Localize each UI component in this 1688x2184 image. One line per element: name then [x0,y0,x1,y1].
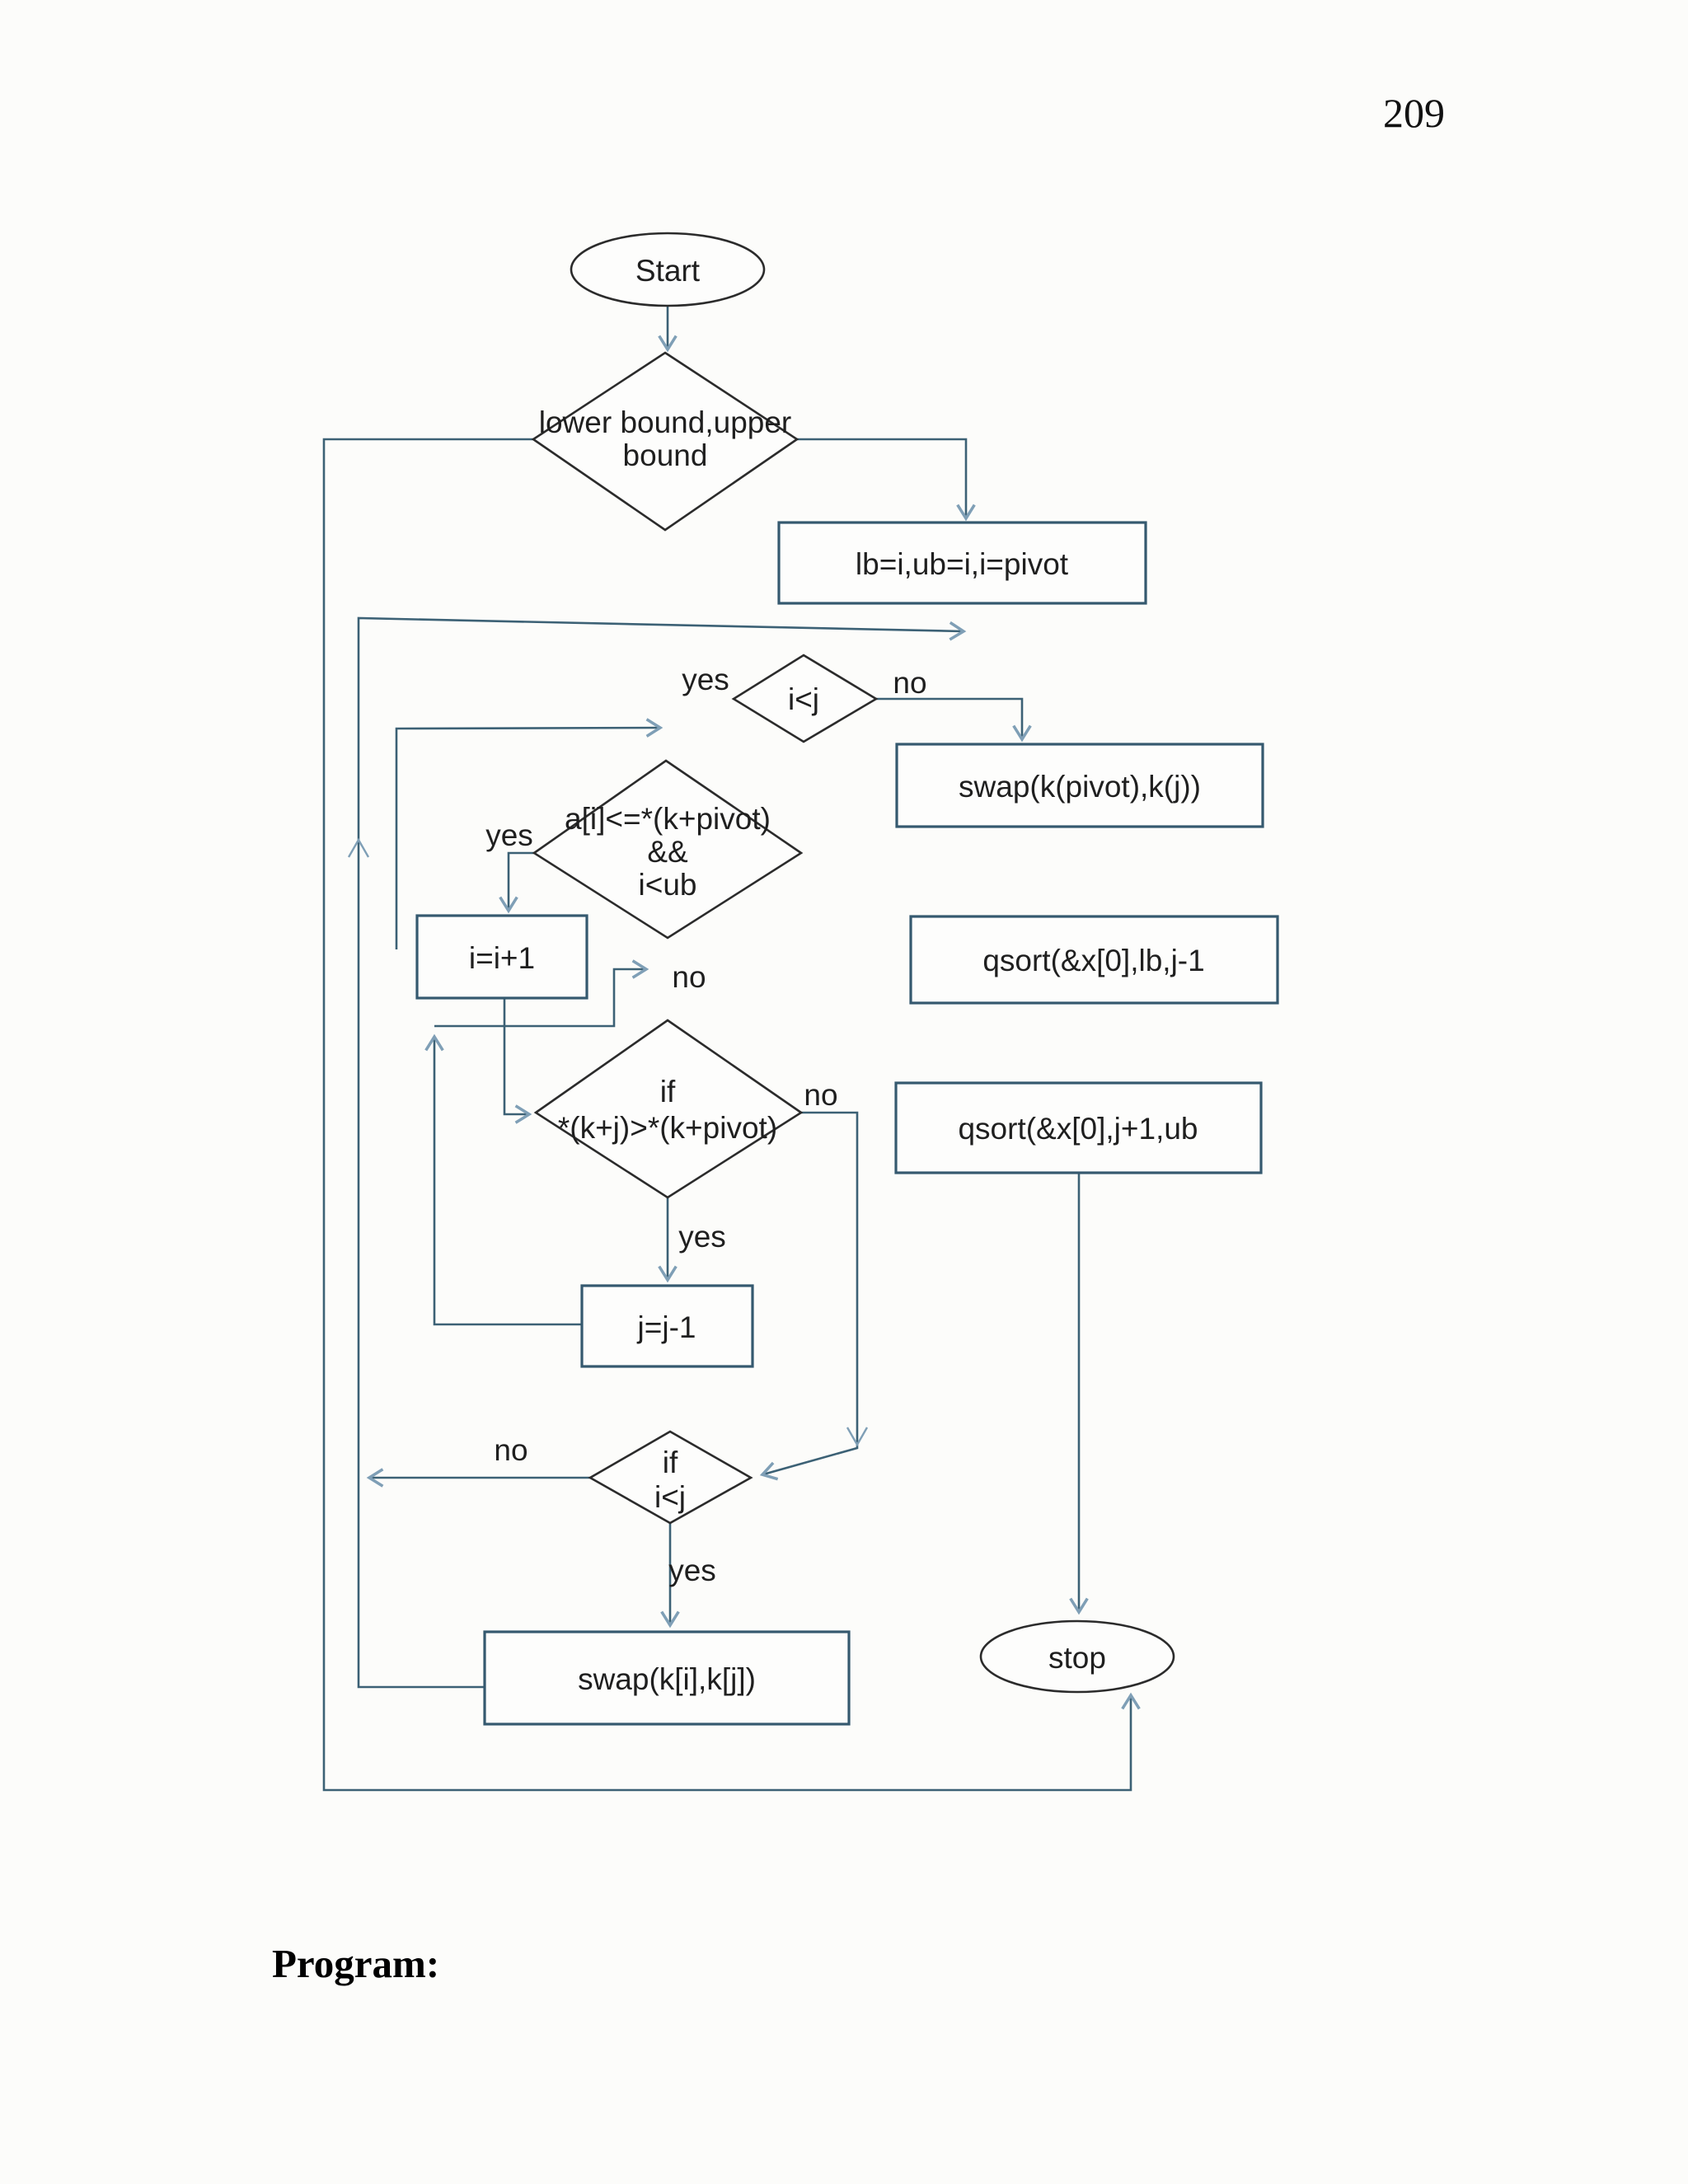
process-qsort-left-box [909,915,1279,1005]
edge-bounds-to-stop [322,438,1141,1792]
process-swap-ij-node: swap(k[i],k[j]) [483,1630,851,1726]
decision-scan-i-node: a[i]<=*(k+pivot) && i<ub yes no [485,759,804,994]
decision-scan-i-line1: a[i]<=*(k+pivot) [565,802,771,836]
start-node: Start [570,232,766,307]
process-qsort-left-node: qsort(&x[0],lb,j-1 [909,915,1279,1005]
edge-swapij-loop-to-ij-test [357,616,967,1689]
process-init-label: lb=i,ub=i,i=pivot [856,547,1069,581]
decision-ij-bottom-line2: i<j [654,1480,686,1514]
decision-scan-j-line2: *(k+j)>*(k+pivot) [558,1111,777,1145]
decision-bounds-diamond [531,351,799,532]
process-swap-pivot-node: swap(k(pivot),k(j)) [895,743,1264,828]
decision-scan-i-no-label: no [672,960,706,994]
decision-scan-j-no-label: no [804,1078,837,1112]
decision-ij-top-diamond [731,654,879,743]
decision-ij-top-label: i<j [788,682,819,716]
process-increment-box [415,914,588,1000]
start-ellipse [570,232,766,307]
decision-scan-i-line3: i<ub [639,868,697,902]
program-heading: Program: [272,1941,440,1986]
process-init-node: lb=i,ub=i,i=pivot [777,521,1147,605]
process-decrement-node: j=j-1 [580,1284,754,1368]
process-swap-ij-box [483,1630,851,1726]
decision-scan-j-diamond [533,1019,804,1199]
decision-ij-bottom-diamond [588,1430,753,1525]
decision-bounds-line2: bound [623,438,708,472]
edge-scani-yes-to-increment [499,851,534,914]
process-decrement-label: j=j-1 [637,1310,696,1344]
process-increment-node: i=i+1 [415,914,588,1000]
up-chevron-icon [347,837,370,858]
decision-ij-top-node: i<j yes no [682,654,927,743]
decision-scan-j-line1: if [660,1075,676,1108]
decision-ij-top-yes-label: yes [682,663,729,696]
decision-scan-i-line2: && [647,835,688,869]
edge-decrement-loop-up [424,1033,582,1326]
decision-ij-bottom-line1: if [663,1446,678,1479]
decision-ij-bottom-node: if i<j no yes [494,1430,753,1587]
page-number: 209 [1383,90,1445,136]
start-label: Start [635,254,701,288]
process-swap-pivot-label: swap(k(pivot),k(j)) [959,770,1201,804]
process-qsort-right-box [894,1081,1263,1174]
process-qsort-left-label: qsort(&x[0],lb,j-1 [982,944,1204,977]
edge-loop-to-scan-i [395,718,663,949]
stop-label: stop [1048,1641,1106,1675]
process-qsort-right-node: qsort(&x[0],j+1,ub [894,1081,1263,1174]
process-swap-pivot-box [895,743,1264,828]
decision-ij-bottom-no-label: no [494,1433,528,1467]
decision-scan-j-yes-label: yes [678,1220,726,1254]
decision-scan-j-node: if *(k+j)>*(k+pivot) no yes [533,1019,838,1254]
decision-bounds-node: lower bound,upper bound [531,351,799,532]
stop-node: stop [979,1619,1175,1694]
edge-ijtop-no-to-swap [876,697,1032,743]
process-swap-ij-label: swap(k[i],k[j]) [578,1662,756,1696]
edge-increment-to-scanj [503,998,532,1124]
edge-scani-no-stub [434,959,649,1028]
decision-ij-bottom-yes-label: yes [668,1554,716,1587]
process-qsort-right-label: qsort(&x[0],j+1,ub [958,1112,1198,1146]
edge-bounds-to-init [797,438,976,522]
edges [322,307,1141,1792]
down-chevron-icon [846,1427,869,1447]
decision-scan-i-diamond [532,759,804,940]
decision-bounds-line1: lower bound,upper [539,405,792,439]
edge-scanj-no-to-ijbottom [759,1111,859,1481]
process-increment-label: i=i+1 [469,941,535,975]
stop-ellipse [979,1619,1175,1694]
decision-ij-top-no-label: no [893,666,926,700]
process-decrement-box [580,1284,754,1368]
decision-scan-i-yes-label: yes [485,818,533,852]
process-init-box [777,521,1147,605]
